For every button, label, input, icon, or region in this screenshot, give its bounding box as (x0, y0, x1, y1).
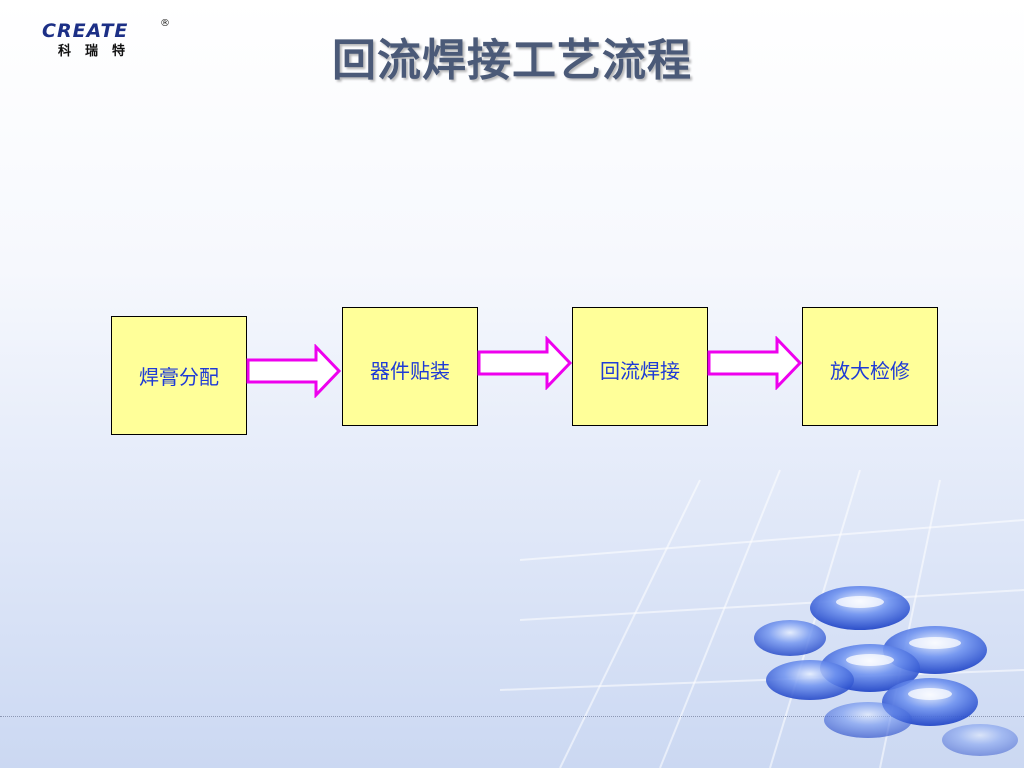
step-box-inspection: 放大检修 (802, 307, 938, 426)
logo-brand: CREATE (42, 20, 129, 42)
flow-arrow-3 (707, 336, 803, 390)
flow-arrow-2 (477, 336, 573, 390)
step-label: 焊膏分配 (139, 365, 219, 389)
step-box-solder-paste: 焊膏分配 (111, 316, 247, 435)
decorative-orbs (754, 586, 1018, 756)
step-label: 放大检修 (830, 359, 910, 383)
footer-divider (0, 716, 1024, 717)
page-title: 回流焊接工艺流程 (332, 35, 692, 86)
step-box-reflow: 回流焊接 (572, 307, 708, 426)
flow-arrow-1 (246, 344, 342, 398)
step-label: 回流焊接 (600, 359, 680, 383)
step-label: 器件贴装 (370, 359, 450, 383)
logo-chinese-name: 科瑞特 (58, 44, 140, 59)
company-logo: CREATE ® 科瑞特 (38, 18, 173, 62)
step-box-placement: 器件贴装 (342, 307, 478, 426)
registered-mark: ® (160, 18, 170, 29)
